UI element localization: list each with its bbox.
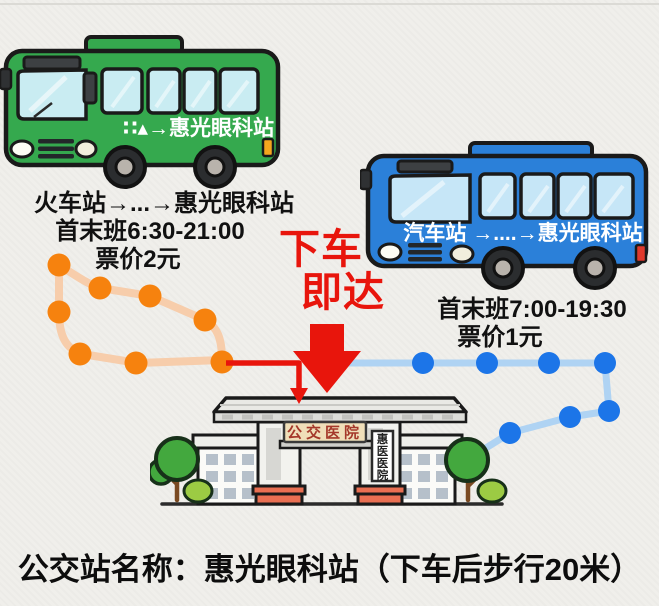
bus-route-info: 首末班7:00-19:30 票价1元 [398, 296, 648, 352]
vertical-sign-char: 惠 [377, 432, 389, 446]
blue-bus-destination-text: 汽车站 →....→惠光眼科站 [403, 221, 642, 245]
footer-caption: 公交站名称：惠光眼科站（下车后步行20米） [17, 552, 642, 587]
callout-line1: 下车 [279, 226, 363, 272]
train-route-fare: 票价2元 [95, 246, 181, 273]
hospital-illustration: 公交医院 惠 医 医 院 [150, 396, 508, 506]
transfer-arrow-small [226, 360, 308, 404]
bus-route-stop-dot [559, 406, 581, 428]
train-route-stop-dot [47, 300, 71, 324]
glass-highlight [28, 75, 68, 113]
top-divider-line [0, 3, 659, 5]
glass-highlight [400, 180, 446, 218]
train-route-schedule: 首末班6:30-21:00 [55, 218, 245, 245]
transfer-arrow-big [293, 324, 361, 393]
tree-icon [444, 437, 508, 504]
gate-sign: 公交医院 [282, 420, 368, 444]
green-bus-illustration: ∷▴→惠光眼科站 [0, 35, 281, 189]
headlight [74, 139, 98, 159]
vertical-sign-char: 院 [377, 468, 389, 482]
bus-windshield [16, 68, 88, 121]
train-route-title: 火车站→...→惠光眼科站 [33, 190, 294, 217]
marker-light [634, 243, 648, 264]
headlight [449, 244, 475, 264]
bus-side-windows [100, 67, 260, 115]
roof-vents [222, 414, 453, 420]
bus-route-schedule: 首末班7:00-19:30 [437, 296, 627, 323]
train-route-stop-dot [138, 284, 162, 308]
bus-route-stop-dot [594, 352, 616, 374]
train-route-stop-dot [47, 253, 71, 277]
vertical-sign-char: 医 [377, 445, 389, 458]
gate-sign-text: 公交医院 [287, 424, 363, 442]
train-route-line [47, 253, 234, 375]
bus-wheel [481, 246, 525, 290]
vertical-sign-char: 医 [377, 457, 389, 470]
callout-line2: 即达 [301, 269, 385, 315]
pillar-base [254, 492, 304, 506]
bus-route-stop-dot [598, 400, 620, 422]
bus-wheel [103, 145, 147, 189]
headlight [377, 242, 403, 262]
pillar-base [356, 492, 404, 506]
side-mirror [0, 67, 13, 91]
train-route-info: 火车站→...→惠光眼科站 首末班6:30-21:00 票价2元 [18, 190, 310, 274]
train-route-stop-dot [68, 342, 92, 366]
bus-sunvisor [22, 55, 82, 71]
bus-wheel [193, 145, 237, 189]
bus-route-stop-dot [476, 352, 498, 374]
front-grille [38, 139, 74, 159]
bus-route-stop-dot [538, 352, 560, 374]
bus-sunvisor [396, 159, 454, 174]
bus-route-fare: 票价1元 [457, 324, 543, 351]
wiper [33, 102, 53, 118]
side-mirror [360, 168, 373, 191]
door-pillar [82, 71, 98, 105]
bus-wheel [573, 246, 617, 290]
vertical-sign: 惠 医 医 院 [370, 429, 395, 483]
tree-icon [150, 436, 214, 504]
bus-route-stop-dot [499, 422, 521, 444]
train-route-stop-dot [124, 351, 148, 375]
bus-side-windows [478, 172, 635, 220]
train-route-stop-dot [193, 308, 217, 332]
blue-bus-illustration: 汽车站 →....→惠光眼科站 [360, 141, 649, 290]
train-route-stop-dot [210, 350, 234, 374]
green-bus-destination-text: ∷▴→惠光眼科站 [123, 116, 274, 140]
headlight [9, 139, 35, 159]
marker-light [261, 137, 275, 158]
bus-route-stop-dot [412, 352, 434, 374]
front-grille [408, 243, 442, 262]
bus-route-line [341, 352, 620, 460]
train-route-stop-dot [88, 276, 112, 300]
